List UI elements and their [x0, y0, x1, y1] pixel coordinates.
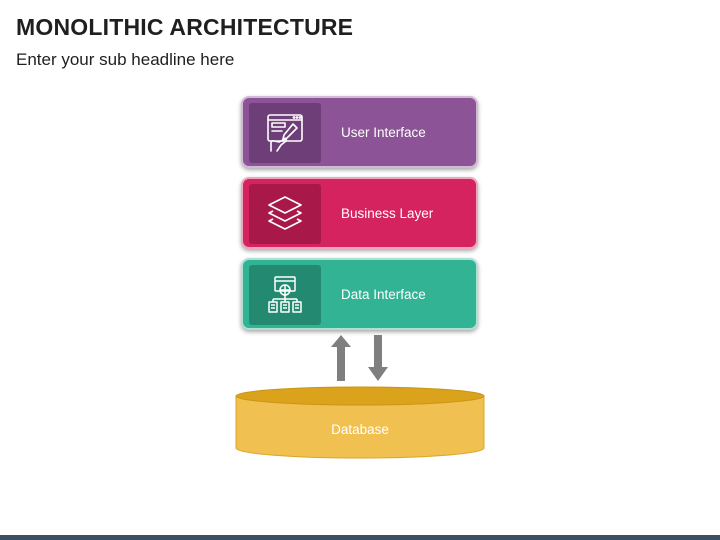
data-network-icon	[268, 276, 302, 313]
layer-label: Business Layer	[341, 205, 434, 221]
page-subtitle: Enter your sub headline here	[16, 50, 235, 69]
layer-user-interface: User Interface	[241, 96, 478, 168]
layers-icon	[268, 196, 302, 230]
layer-business: Business Layer	[241, 177, 478, 249]
layer-icon-box	[249, 103, 321, 163]
connector-arrows	[331, 335, 388, 381]
layer-icon-box	[249, 265, 321, 325]
arrow-up-icon	[331, 335, 351, 381]
web-design-icon	[267, 114, 303, 152]
footer-bar	[0, 535, 720, 540]
layer-data-interface: Data Interface	[241, 258, 478, 330]
database-cylinder	[235, 386, 485, 459]
page-title: MONOLITHIC ARCHITECTURE	[16, 14, 354, 40]
database-label: Database	[331, 422, 389, 437]
arrow-down-icon	[368, 335, 388, 381]
layer-icon-box	[249, 184, 321, 244]
layer-label: User Interface	[341, 124, 426, 140]
layer-label: Data Interface	[341, 286, 426, 302]
